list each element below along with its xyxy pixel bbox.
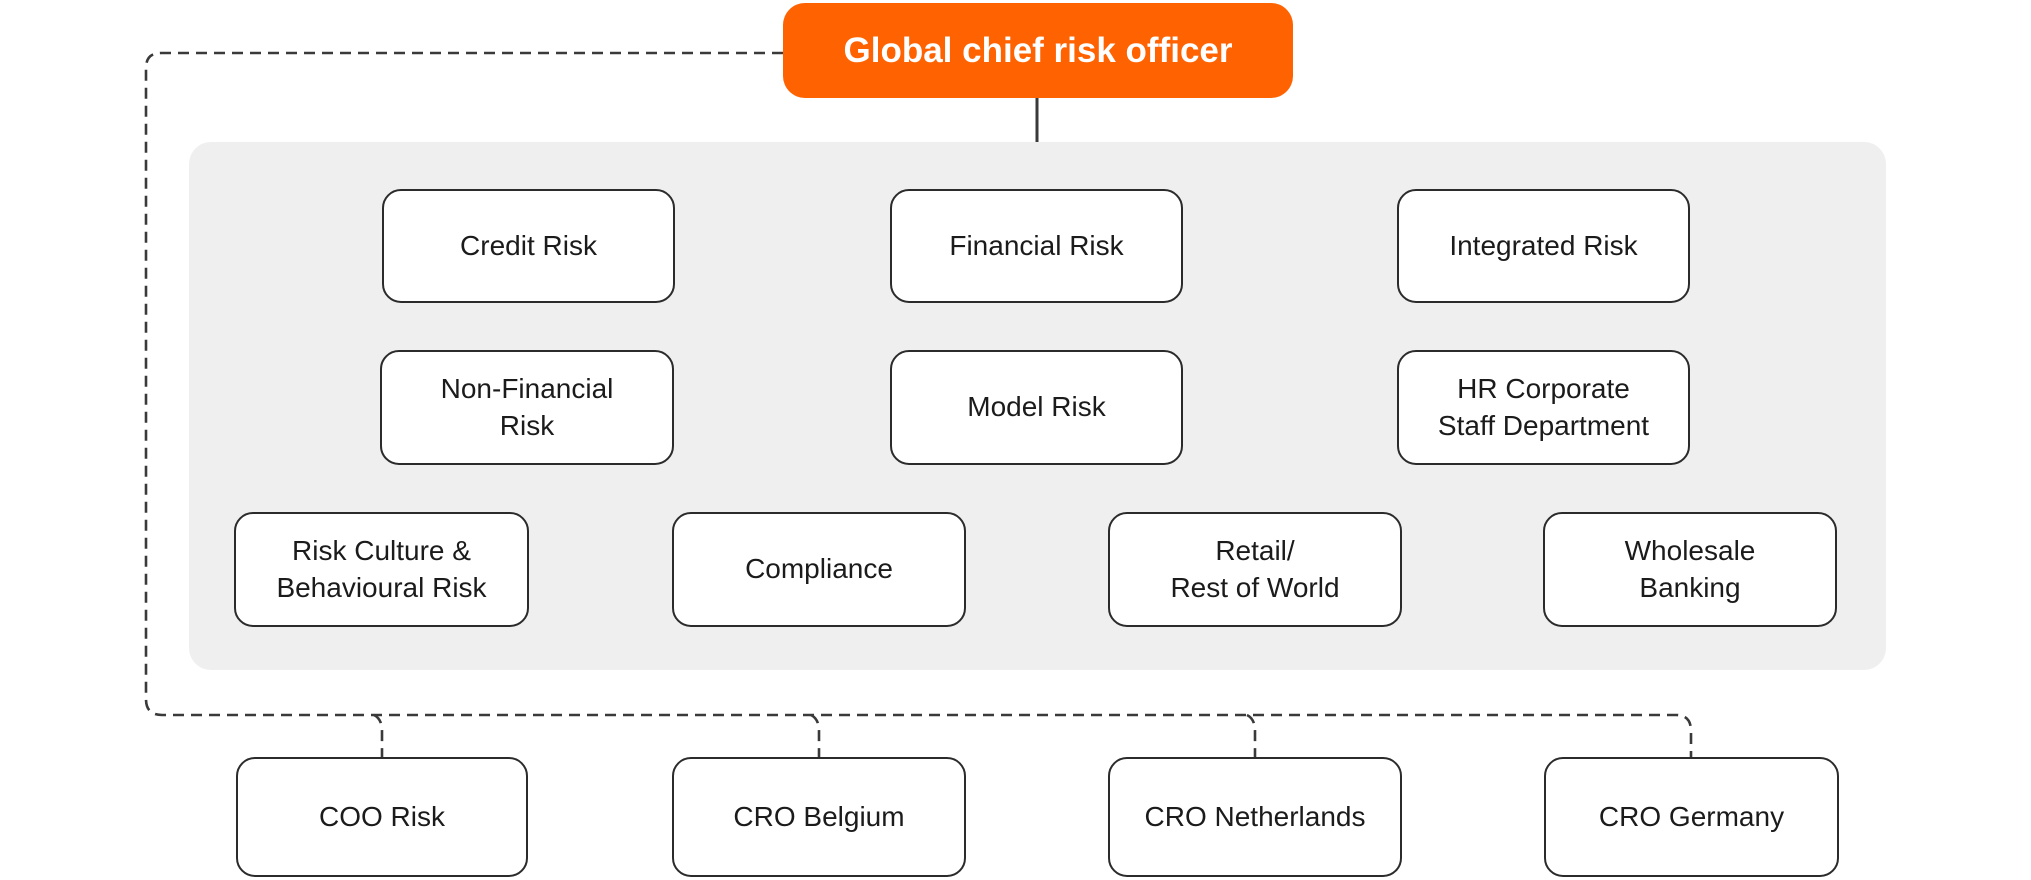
drop-connector-cro-netherlands <box>1246 713 1257 757</box>
node-wholesale-banking: Wholesale Banking <box>1543 512 1837 627</box>
node-retail-rest-of-world: Retail/ Rest of World <box>1108 512 1402 627</box>
node-financial-risk: Financial Risk <box>890 189 1183 303</box>
node-compliance: Compliance <box>672 512 966 627</box>
node-cro-belgium: CRO Belgium <box>672 757 966 877</box>
drop-connector-cro-belgium <box>810 713 821 757</box>
node-cro-germany: CRO Germany <box>1544 757 1839 877</box>
node-risk-culture-behavioural-risk: Risk Culture & Behavioural Risk <box>234 512 529 627</box>
node-model-risk: Model Risk <box>890 350 1183 465</box>
drop-connector-coo-risk <box>373 713 384 757</box>
node-coo-risk: COO Risk <box>236 757 528 877</box>
node-cro-netherlands: CRO Netherlands <box>1108 757 1402 877</box>
node-integrated-risk: Integrated Risk <box>1397 189 1690 303</box>
node-global-chief-risk-officer: Global chief risk officer <box>783 3 1293 98</box>
dashed-reporting-line <box>144 51 1693 757</box>
node-hr-corporate-staff-department: HR Corporate Staff Department <box>1397 350 1690 465</box>
node-non-financial-risk: Non-Financial Risk <box>380 350 674 465</box>
node-credit-risk: Credit Risk <box>382 189 675 303</box>
